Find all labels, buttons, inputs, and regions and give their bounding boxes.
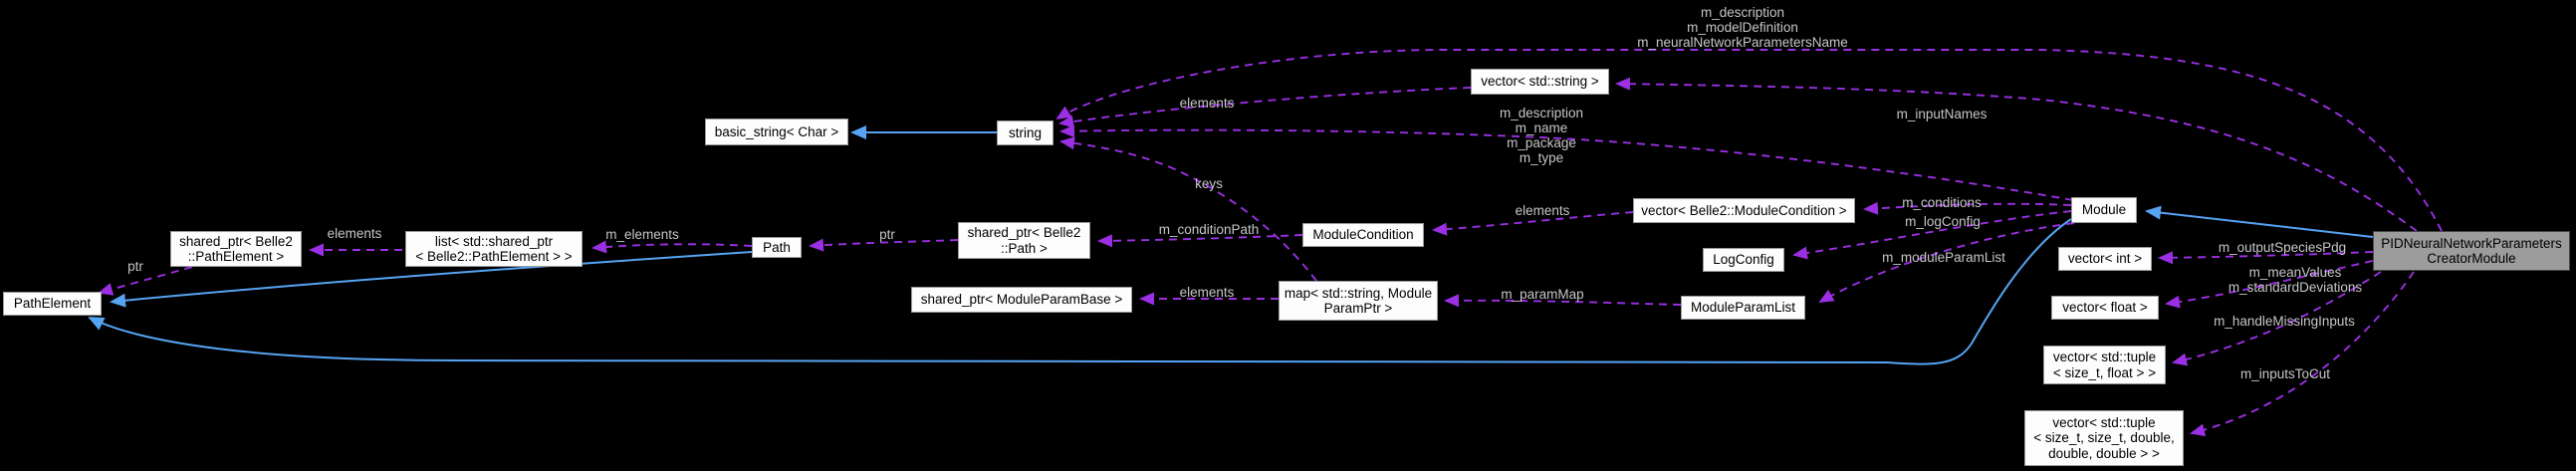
edge-label-ptr-to-path-element: ptr — [127, 259, 143, 274]
edge-main-m-inputs-to-cut — [2190, 271, 2415, 437]
node-module-param-list[interactable]: ModuleParamList — [1681, 296, 1805, 320]
node-label-line: double, double > > — [2048, 445, 2160, 461]
edge-module-param-list-m-param-map — [1444, 294, 1682, 308]
edge-label-line: m_modelDefinition — [1687, 20, 1798, 35]
node-label-line: vector< Belle2::ModuleCondition > — [1641, 202, 1847, 218]
edge-label-m-log-config: m_logConfig — [1905, 214, 1981, 229]
node-label-line: map< std::string, Module — [1284, 285, 1433, 301]
edge-main-m-input-names — [1615, 77, 2418, 232]
node-label-line: vector< std::tuple — [2052, 350, 2157, 364]
node-label-line: shared_ptr< Belle2 — [967, 225, 1081, 240]
edge-shared-ptr-path-element-ptr — [98, 266, 193, 296]
node-list-shared-ptr-path-element[interactable]: list< std::shared_ptr < Belle2::PathElem… — [405, 231, 583, 267]
node-module[interactable]: Module — [2071, 197, 2137, 223]
edge-label-line: m_standardDeviations — [2227, 280, 2363, 295]
node-map-module-param-ptr[interactable]: map< std::string, Module ParamPtr > — [1279, 281, 1438, 321]
node-label-line: PIDNeuralNetworkParameters — [2381, 235, 2562, 251]
edge-label-elements-conditions: elements — [1515, 203, 1570, 218]
node-label-line: ParamPtr > — [1323, 301, 1393, 316]
edge-label-elements-map: elements — [1179, 285, 1235, 300]
node-module-condition[interactable]: ModuleCondition — [1302, 223, 1424, 247]
node-label-line: string — [1008, 124, 1042, 140]
edge-main-m-output-species-pdg — [2158, 251, 2374, 265]
node-label-line: < size_t, size_t, double, — [2033, 430, 2175, 446]
node-label-line: < Belle2::PathElement > > — [415, 249, 573, 264]
node-label-line: < size_t, float > > — [2052, 364, 2157, 380]
edge-label-ptr-to-path: ptr — [879, 227, 895, 242]
node-shared-ptr-path[interactable]: shared_ptr< Belle2 ::Path > — [958, 222, 1090, 259]
edge-label-line: m_neuralNetworkParametersName — [1637, 35, 1848, 50]
node-label-line: vector< std::string > — [1481, 74, 1599, 90]
edge-main-inherits-module — [2145, 205, 2374, 238]
node-log-config[interactable]: LogConfig — [1703, 248, 1784, 272]
node-label-line: CreatorModule — [2427, 251, 2516, 266]
node-label-line: ::PathElement > — [187, 249, 285, 264]
edge-label-m-condition-path: m_conditionPath — [1158, 222, 1260, 237]
edge-path-m-elements — [591, 240, 753, 254]
edge-label-m-handle-missing-inputs: m_handleMissingInputs — [2214, 314, 2355, 329]
node-vector-int[interactable]: vector< int > — [2058, 247, 2152, 271]
edge-module-condition-m-condition-path — [1097, 234, 1303, 248]
edge-label-line: m_meanValues — [2248, 265, 2342, 280]
edge-vector-string-elements — [1058, 87, 1472, 128]
edge-path-inherits-path-element — [110, 251, 753, 308]
node-pid-neural-network-parameters-creator-module: PIDNeuralNetworkParameters CreatorModule — [2373, 231, 2570, 271]
edge-module-m-module-param-list — [1818, 222, 2075, 303]
node-label-line: ModuleParamList — [1690, 300, 1796, 316]
node-label-line: PathElement — [13, 296, 92, 312]
node-vector-tuple-5[interactable]: vector< std::tuple < size_t, size_t, dou… — [2024, 410, 2184, 466]
edge-label-module-to-string: m_description m_name m_package m_type — [1500, 106, 1583, 165]
edge-label-main-to-vector-float: m_meanValues m_standardDeviations — [2228, 265, 2362, 295]
node-label-line: ::Path > — [1001, 240, 1048, 256]
node-vector-module-condition[interactable]: vector< Belle2::ModuleCondition > — [1633, 198, 1855, 223]
edge-shared-ptr-path-ptr — [809, 238, 959, 252]
edge-label-elements-list: elements — [327, 226, 382, 241]
node-string[interactable]: string — [997, 120, 1054, 145]
node-label-line: vector< float > — [2062, 300, 2148, 316]
node-path-element[interactable]: PathElement — [3, 292, 102, 316]
edge-label-main-to-string: m_description m_modelDefinition m_neural… — [1637, 5, 1848, 50]
edge-main-m-mean-values — [2165, 260, 2374, 309]
edge-label-elements-strings: elements — [1179, 96, 1235, 111]
node-label-line: basic_string< Char > — [714, 123, 839, 139]
node-label-line: vector< std::tuple — [2052, 414, 2156, 430]
node-label-line: Path — [763, 239, 791, 255]
edge-map-keys — [1059, 136, 1317, 282]
edge-label-m-inputs-to-cut: m_inputsToCut — [2239, 366, 2331, 381]
node-basic-string[interactable]: basic_string< Char > — [705, 118, 848, 145]
node-label-line: Module — [2081, 202, 2127, 218]
edge-module-m-log-config — [1792, 210, 2072, 260]
edge-label-line: m_description — [1499, 106, 1584, 120]
edge-label-keys: keys — [1195, 176, 1223, 191]
node-vector-tuple-size-t-float[interactable]: vector< std::tuple < size_t, float > > — [2043, 346, 2166, 384]
edge-label-m-output-species-pdg: m_outputSpeciesPdg — [2218, 240, 2347, 255]
node-vector-float[interactable]: vector< float > — [2051, 296, 2159, 320]
node-label-line: LogConfig — [1713, 252, 1774, 268]
edge-label-m-elements: m_elements — [605, 227, 679, 242]
edge-vector-module-condition-elements — [1432, 211, 1634, 236]
edge-label-line: m_name — [1515, 120, 1568, 135]
edge-module-inherits-path-element — [88, 218, 2072, 365]
node-path[interactable]: Path — [752, 237, 802, 258]
edge-label-m-conditions: m_conditions — [1902, 195, 1982, 210]
node-label-line: list< std::shared_ptr — [434, 233, 554, 249]
edge-main-m-handle-missing-inputs — [2172, 271, 2382, 366]
node-shared-ptr-module-param-base[interactable]: shared_ptr< ModuleParamBase > — [911, 287, 1132, 313]
node-vector-string[interactable]: vector< std::string > — [1471, 69, 1609, 95]
node-label-line: vector< int > — [2067, 251, 2143, 267]
edge-main-to-string — [1055, 49, 2443, 232]
edge-module-m-conditions — [1863, 201, 2072, 215]
edge-label-m-param-map: m_paramMap — [1501, 287, 1584, 302]
node-shared-ptr-path-element[interactable]: shared_ptr< Belle2 ::PathElement > — [170, 231, 302, 267]
node-label-line: shared_ptr< ModuleParamBase > — [920, 292, 1123, 308]
edge-label-line: m_type — [1519, 150, 1564, 165]
node-label-line: ModuleCondition — [1312, 227, 1414, 243]
edge-label-m-module-param-list: m_moduleParamList — [1882, 250, 2005, 265]
edge-label-m-input-names: m_inputNames — [1896, 107, 1988, 121]
edge-label-line: m_package — [1507, 135, 1576, 150]
edge-label-line: m_description — [1700, 5, 1785, 20]
edge-module-to-string — [1059, 124, 2074, 201]
node-label-line: shared_ptr< Belle2 — [179, 233, 293, 249]
